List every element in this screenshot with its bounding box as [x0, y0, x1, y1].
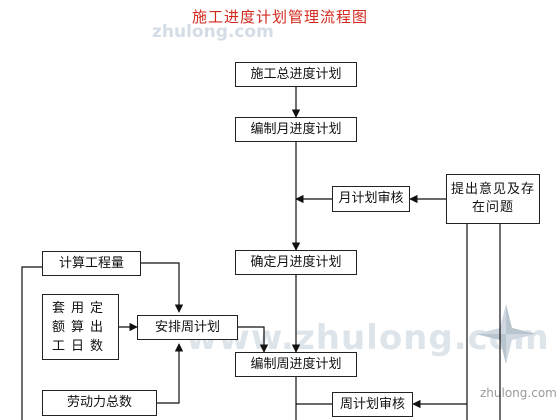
diagram-title: 施工进度计划管理流程图	[191, 8, 368, 26]
node-feedback: 提出意见及存在问题	[446, 174, 540, 224]
arrow-quantity-to-arrange	[141, 262, 184, 313]
line-left-loop	[21, 266, 42, 420]
node-compile-monthly: 编制月进度计划	[235, 117, 357, 142]
node-labor-total: 劳动力总数	[42, 390, 157, 416]
node-weekly-review: 周计划审核	[332, 392, 413, 417]
watermark-logo-icon	[476, 304, 536, 364]
node-quota-days: 套用定额算出工日数	[42, 294, 119, 360]
node-compile-weekly: 编制周进度计划	[235, 352, 357, 377]
arrow-arrange-to-weekly	[238, 326, 269, 353]
node-arrange-weekly: 安排周计划	[137, 315, 238, 340]
node-total-plan: 施工总进度计划	[235, 62, 357, 87]
arrow-labor-to-arrange	[157, 343, 184, 404]
node-monthly-review: 月计划审核	[332, 186, 410, 212]
node-confirm-monthly: 确定月进度计划	[235, 250, 357, 275]
node-calc-quantity: 计算工程量	[42, 251, 141, 276]
